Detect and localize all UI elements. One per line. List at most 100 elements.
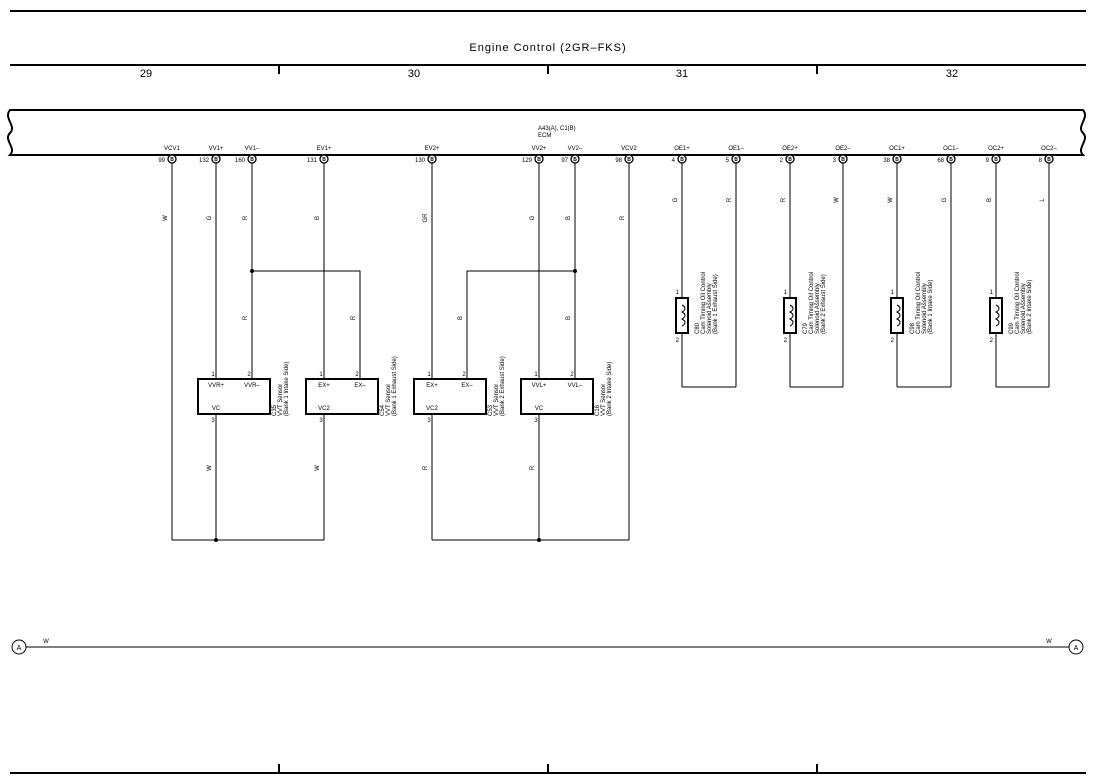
solenoid-coil-icon <box>783 297 797 334</box>
svg-text:160: 160 <box>235 158 246 164</box>
svg-text:97: 97 <box>561 158 568 164</box>
ecm-terminal: OC2+ 9 B <box>986 146 1005 164</box>
svg-text:131: 131 <box>307 158 318 164</box>
sensor-c53-box <box>413 378 487 415</box>
svg-text:38: 38 <box>883 158 890 164</box>
svg-text:VVT Sensor: VVT Sensor <box>494 384 500 416</box>
svg-text:B: B <box>214 157 218 163</box>
svg-text:68: 68 <box>937 158 944 164</box>
svg-text:G: G <box>673 197 679 202</box>
svg-text:VV2+: VV2+ <box>532 146 547 152</box>
svg-text:L: L <box>1040 198 1046 202</box>
splice-wire <box>252 270 361 379</box>
svg-text:W: W <box>163 215 169 221</box>
svg-text:VVT Sensor: VVT Sensor <box>278 384 284 416</box>
pin-number: 2 <box>462 372 466 378</box>
svg-text:98: 98 <box>615 158 622 164</box>
svg-text:G: G <box>530 215 536 220</box>
column-number: 32 <box>946 68 958 80</box>
svg-text:VV1–: VV1– <box>245 146 260 152</box>
svg-text:B: B <box>841 157 845 163</box>
svg-text:B: B <box>680 157 684 163</box>
sensor-c54-box <box>305 378 379 415</box>
ecm-terminal: VCV2 98 B <box>615 146 637 164</box>
svg-text:B: B <box>573 157 577 163</box>
svg-text:2: 2 <box>676 338 680 344</box>
svg-text:OE2–: OE2– <box>835 146 851 152</box>
svg-text:B: B <box>1047 157 1051 163</box>
column-number: 30 <box>408 68 420 80</box>
pin-number: 3 <box>427 418 431 424</box>
pin-number: 3 <box>319 418 323 424</box>
pin-number: 3 <box>534 418 538 424</box>
svg-text:W: W <box>888 197 894 203</box>
svg-text:C53: C53 <box>488 404 494 416</box>
svg-text:132: 132 <box>199 158 210 164</box>
svg-text:2: 2 <box>780 158 784 164</box>
wire-color-label: W <box>1046 639 1052 645</box>
svg-text:(Bank 1 Exhaust Side): (Bank 1 Exhaust Side) <box>713 274 719 334</box>
terminal-label: EX+ <box>426 383 438 389</box>
ecm-terminal: OC1+ 38 B <box>883 146 905 164</box>
svg-text:OC2–: OC2– <box>1041 146 1057 152</box>
terminal-label: VC2 <box>426 406 438 412</box>
svg-text:EV1+: EV1+ <box>317 146 332 152</box>
svg-text:Solenoid Assembly: Solenoid Assembly <box>707 283 713 334</box>
svg-text:B: B <box>788 157 792 163</box>
svg-text:2: 2 <box>784 338 788 344</box>
svg-text:OE2+: OE2+ <box>782 146 798 152</box>
splice-point <box>214 538 218 542</box>
svg-text:W: W <box>834 197 840 203</box>
terminal-label: VC <box>535 406 544 412</box>
svg-text:129: 129 <box>522 158 533 164</box>
svg-text:C54: C54 <box>380 404 386 416</box>
svg-text:B: B <box>627 157 631 163</box>
pin-number: 2 <box>570 372 574 378</box>
terminal-label: VVL– <box>568 383 583 389</box>
svg-text:2: 2 <box>891 338 895 344</box>
pin-number: 3 <box>211 418 215 424</box>
splice-wire <box>466 270 575 379</box>
svg-text:1: 1 <box>784 290 788 296</box>
sensor-c35-box <box>197 378 271 415</box>
svg-text:VCV2: VCV2 <box>621 146 637 152</box>
svg-text:R: R <box>727 197 733 202</box>
solenoid-coil-icon <box>890 297 904 334</box>
svg-text:C98: C98 <box>910 322 916 334</box>
pin-number: 1 <box>534 372 538 378</box>
connector-a-icon <box>1068 639 1084 655</box>
svg-text:B: B <box>895 157 899 163</box>
terminal-label: VVR+ <box>208 383 224 389</box>
svg-text:Cam Timing Oil Control: Cam Timing Oil Control <box>809 272 815 334</box>
svg-text:G: G <box>207 215 213 220</box>
svg-text:B: B <box>430 157 434 163</box>
svg-text:(Bank 1 Exhaust Side): (Bank 1 Exhaust Side) <box>392 356 398 416</box>
svg-text:Solenoid Assembly: Solenoid Assembly <box>815 283 821 334</box>
splice-point <box>573 269 577 273</box>
svg-text:B: B <box>315 216 321 220</box>
svg-text:VV1+: VV1+ <box>209 146 224 152</box>
splice-point <box>537 538 541 542</box>
terminal-label: VVR– <box>244 383 260 389</box>
svg-text:5: 5 <box>726 158 730 164</box>
svg-text:8: 8 <box>1039 158 1043 164</box>
svg-text:OE1+: OE1+ <box>674 146 690 152</box>
svg-text:C80: C80 <box>695 322 701 334</box>
svg-text:B: B <box>994 157 998 163</box>
pin-number: 1 <box>319 372 323 378</box>
svg-text:OC1+: OC1+ <box>889 146 905 152</box>
svg-text:Solenoid Assembly: Solenoid Assembly <box>1021 283 1027 334</box>
ecm-terminal: OE1+ 4 B <box>672 146 691 164</box>
bus-label-left: A <box>17 645 22 652</box>
svg-text:R: R <box>530 465 536 470</box>
terminal-label: VC <box>212 406 221 412</box>
svg-text:G: G <box>942 197 948 202</box>
connector-a-icon <box>11 639 27 655</box>
svg-text:99: 99 <box>158 158 165 164</box>
solenoid-c98: 1 2 C98 Cam Timing Oil Control Solenoid … <box>890 163 952 388</box>
wire-color-label: W W R R <box>207 465 536 471</box>
svg-text:VV2–: VV2– <box>568 146 583 152</box>
svg-text:B: B <box>458 316 464 320</box>
solenoid-coil-icon <box>675 297 689 334</box>
wire-color-label: W <box>43 639 49 645</box>
